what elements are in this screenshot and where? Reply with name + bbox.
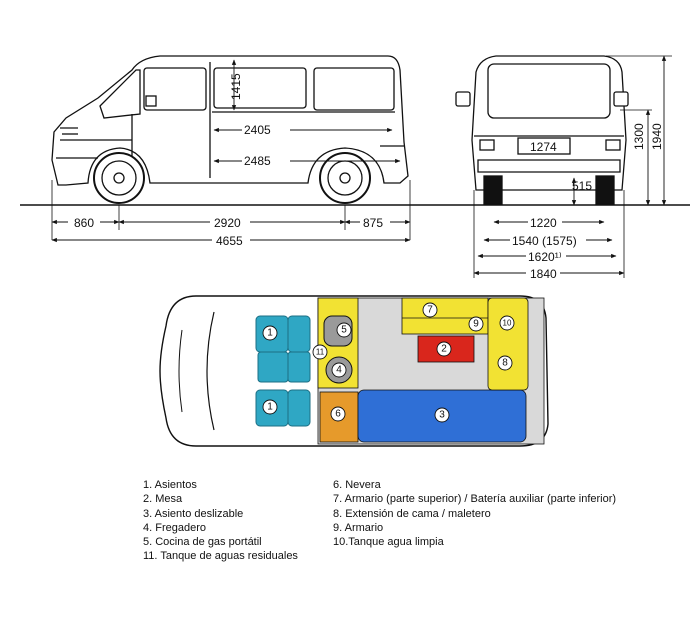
marker-7: 7 <box>427 305 433 316</box>
technical-drawing: 1415 2405 2485 860 2920 875 4655 <box>20 55 690 447</box>
side-view <box>20 55 690 243</box>
legend-item: 6. Nevera <box>333 479 381 491</box>
dim-overall-width: 1840 <box>530 267 557 281</box>
dim-overall-length: 4655 <box>216 234 243 248</box>
right-mirror <box>613 91 629 107</box>
dim-wheelbase: 2920 <box>214 216 241 230</box>
marker-8: 8 <box>502 358 508 369</box>
marker-2: 2 <box>441 344 447 355</box>
side-dimension-labels: 1415 2405 2485 860 2920 875 4655 <box>68 73 390 248</box>
dim-door-height: 1300 <box>632 123 646 150</box>
legend-item: 11. Tanque de aguas residuales <box>143 550 298 563</box>
dim-width-1: 1540 (1575) <box>512 234 577 248</box>
front-door-window <box>143 67 207 111</box>
dim-width-2: 1620¹⁾ <box>528 250 562 264</box>
marker-3: 3 <box>439 410 445 421</box>
dim-front-overhang: 860 <box>74 216 94 230</box>
dim-floor-width: 1220 <box>530 216 557 230</box>
side-window-1 <box>213 67 307 109</box>
marker-1a: 1 <box>267 328 273 339</box>
legend-item: 5. Cocina de gas portátil <box>143 536 262 549</box>
rear-left-tire <box>483 175 503 205</box>
legend-item: 7. Armario (parte superior) / Batería au… <box>333 493 617 506</box>
legend-right: 6. Nevera 7. Armario (parte superior) / B… <box>333 478 616 549</box>
rear-right-tire <box>595 175 615 205</box>
rear-view <box>455 55 672 278</box>
rear-window <box>487 63 611 119</box>
marker-9: 9 <box>473 319 479 330</box>
legend-item: 9. Armario <box>333 521 384 534</box>
dim-interior-length-upper: 2405 <box>244 123 271 137</box>
rear-plate <box>517 137 571 155</box>
dim-rear-overhang: 875 <box>363 216 383 230</box>
legend-item: 4. Fregadero <box>143 521 206 534</box>
marker-10: 10 <box>503 319 512 328</box>
marker-4: 4 <box>336 365 342 376</box>
dim-interior-height: 1415 <box>229 73 243 100</box>
bed-extension <box>487 297 529 391</box>
marker-5: 5 <box>341 325 347 336</box>
windshield <box>99 69 141 119</box>
rear-dimension-labels: 1274 1300 1940 515 1220 1540 (1575) 1620… <box>510 123 664 281</box>
dim-overall-height: 1940 <box>650 123 664 150</box>
legend-item: 2. Mesa <box>143 493 183 506</box>
dim-interior-length-lower: 2485 <box>244 154 271 168</box>
marker-6: 6 <box>335 409 341 420</box>
dim-plate: 1274 <box>530 140 557 154</box>
marker-11: 11 <box>316 348 325 357</box>
legend-item: 8. Extensión de cama / maletero <box>333 507 491 520</box>
legend-item: 1. Asientos <box>143 479 197 491</box>
marker-1b: 1 <box>267 402 273 413</box>
left-mirror <box>455 91 471 107</box>
side-window-2 <box>313 67 395 111</box>
legend-item: 10.Tanque agua limpia <box>333 536 444 549</box>
legend-item: 3. Asiento deslizable <box>143 507 244 520</box>
markers <box>262 302 515 423</box>
mirror <box>145 95 157 107</box>
dim-step-height: 515 <box>572 179 592 193</box>
front-bench <box>257 351 311 383</box>
floor-plan: 1 1 2 3 4 5 6 7 8 9 10 11 <box>159 295 549 447</box>
